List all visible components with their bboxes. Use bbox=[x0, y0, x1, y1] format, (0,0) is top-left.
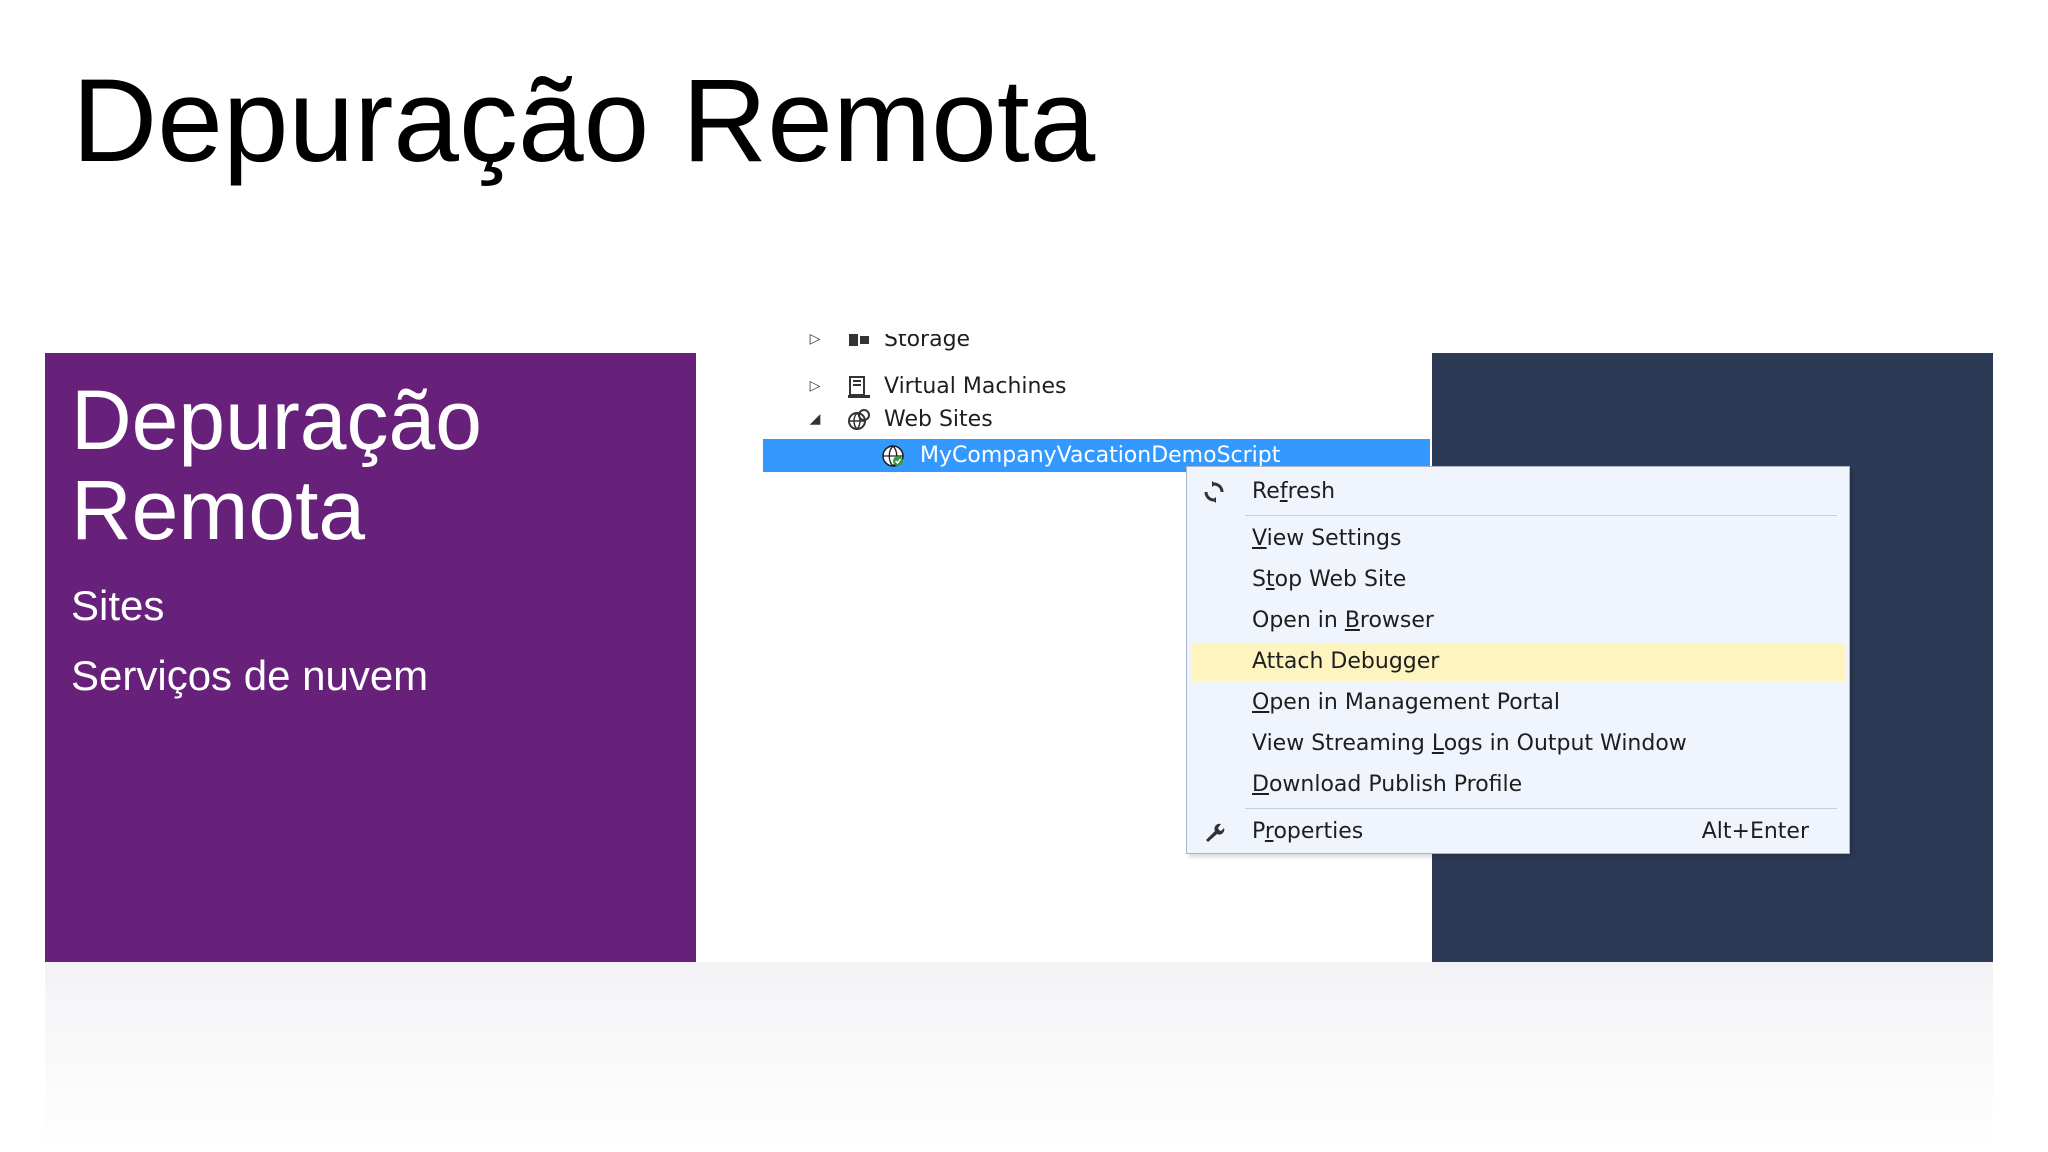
menu-item-attach-debugger[interactable]: Attach Debugger bbox=[1191, 643, 1845, 681]
menu-item-label: Open in Browser bbox=[1252, 608, 1434, 633]
menu-item-label: View Settings bbox=[1252, 526, 1402, 551]
panel-heading-line-1: Depuração bbox=[71, 373, 482, 467]
menu-item-label: View Streaming Logs in Output Window bbox=[1252, 731, 1687, 756]
menu-item-open-in-management-portal[interactable]: Open in Management Portal bbox=[1191, 684, 1845, 722]
slide-title: Depuração Remota bbox=[72, 55, 1096, 187]
panel-heading: Depuração Remota bbox=[71, 375, 482, 555]
panel-item-sites: Sites bbox=[71, 582, 165, 629]
menu-item-shortcut: Alt+Enter bbox=[1701, 819, 1809, 844]
tree-item-label: Virtual Machines bbox=[884, 374, 1067, 399]
slide-shadow-strip bbox=[45, 962, 1993, 1152]
menu-item-stop-web-site[interactable]: Stop Web Site bbox=[1191, 561, 1845, 599]
virtual-machines-icon bbox=[848, 376, 870, 398]
menu-item-view-streaming-logs[interactable]: View Streaming Logs in Output Window bbox=[1191, 725, 1845, 763]
wrench-icon bbox=[1206, 823, 1225, 842]
menu-item-label: Open in Management Portal bbox=[1252, 690, 1560, 715]
tree-item-label: Web Sites bbox=[884, 407, 993, 432]
expand-arrow-icon[interactable]: ▷ bbox=[809, 378, 821, 394]
tree-item-virtual-machines[interactable]: ▷ Virtual Machines bbox=[763, 370, 1433, 403]
web-site-icon bbox=[882, 445, 904, 467]
expand-arrow-icon[interactable]: ▷ bbox=[809, 334, 821, 347]
menu-item-properties[interactable]: Properties Alt+Enter bbox=[1191, 813, 1845, 851]
tree-item-label: Storage bbox=[884, 334, 971, 352]
context-menu: Refresh View Settings Stop Web Site Open… bbox=[1186, 466, 1850, 854]
menu-item-label: Stop Web Site bbox=[1252, 567, 1407, 592]
tree-item-label: MyCompanyVacationDemoScript bbox=[920, 443, 1281, 468]
panel-heading-line-2: Remota bbox=[71, 463, 366, 557]
menu-item-open-in-browser[interactable]: Open in Browser bbox=[1191, 602, 1845, 640]
menu-item-download-publish-profile[interactable]: Download Publish Profile bbox=[1191, 766, 1845, 804]
menu-separator bbox=[1245, 515, 1837, 516]
menu-item-refresh[interactable]: Refresh bbox=[1191, 473, 1845, 511]
storage-icon bbox=[849, 334, 869, 346]
panel-item-cloud-services: Serviços de nuvem bbox=[71, 652, 429, 699]
tree-item-web-sites[interactable]: ◢ Web Sites bbox=[763, 403, 1433, 436]
menu-item-label: Download Publish Profile bbox=[1252, 772, 1523, 797]
purple-content-panel: Depuração Remota Sites Serviços de nuvem bbox=[45, 353, 696, 962]
menu-item-label: Properties bbox=[1252, 819, 1364, 844]
menu-item-label: Attach Debugger bbox=[1252, 649, 1440, 674]
menu-separator bbox=[1245, 808, 1837, 809]
menu-item-view-settings[interactable]: View Settings bbox=[1191, 520, 1845, 558]
web-sites-icon bbox=[848, 409, 870, 430]
tree-item-storage[interactable]: ▷ Storage bbox=[763, 334, 1433, 356]
menu-item-label: Refresh bbox=[1252, 479, 1336, 504]
refresh-icon bbox=[1204, 481, 1224, 503]
collapse-arrow-icon[interactable]: ◢ bbox=[809, 411, 821, 427]
